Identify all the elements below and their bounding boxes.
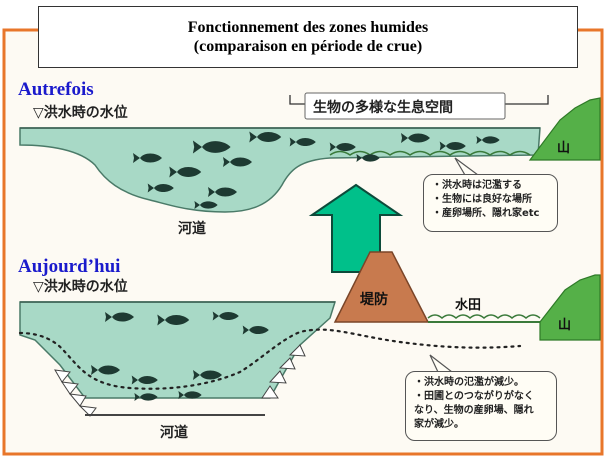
fish-icon [242,325,269,335]
fish-icon [212,311,239,321]
past-fish-group [133,131,500,209]
title-line-1: Fonctionnement des zones humides [187,19,429,36]
present-note-line-3: なり、生物の産卵場、隠れ [414,405,534,416]
fish-icon [192,140,231,154]
past-mountain [528,97,601,161]
present-note-line-2: ・田圃とのつながりがなく [414,391,534,402]
present-paddy-label: 水田 [455,298,482,313]
present-fish-group [91,311,269,401]
past-mountain-label: 山 [557,141,571,156]
present-embankment [54,344,306,417]
present-water-level-label: ▽洪水時の水位 [33,279,128,295]
fish-icon [131,375,158,385]
past-note-line-2: ・生物には良好な場所 [432,194,532,205]
present-note-line-1: ・洪水時の氾濫が減少。 [414,377,524,388]
fish-icon [193,370,222,380]
fish-icon [329,142,356,152]
fish-icon [105,312,134,322]
fish-icon [208,187,237,197]
present-mountain [539,274,601,341]
fish-icon [194,201,218,209]
past-note-line-3: ・産卵場所、隠れ家etc [432,208,540,219]
fish-icon [134,393,158,401]
past-note-box: ・洪水時は氾濫する ・生物には良好な場所 ・産卵場所、隠れ家etc [423,174,558,232]
fish-icon [169,166,202,178]
fish-icon [476,136,500,144]
fish-icon [249,131,282,143]
present-levee [333,251,430,323]
title-line-2: (comparaison en période de crue) [193,38,423,55]
present-paddy-grass [427,314,541,319]
fish-icon [401,133,430,143]
present-dotted-floodline [18,328,522,390]
past-habitat-box [304,92,506,120]
fish-icon [147,183,174,193]
fish-icon [439,141,466,151]
past-channel-label: 河道 [178,221,206,237]
present-channel-label: 河道 [160,425,188,441]
fish-icon [178,391,202,399]
comparison-arrow [308,183,404,273]
fish-icon [223,157,252,167]
title-box: Fonctionnement des zones humides (compar… [38,6,578,68]
past-water-level-label: ▽洪水時の水位 [33,105,128,121]
past-era-label: Autrefois [18,79,94,100]
present-levee-label: 堤防 [360,292,388,308]
present-note-box: ・洪水時の氾濫が減少。 ・田圃とのつながりがなく なり、生物の産卵場、隠れ 家が… [405,371,557,441]
past-note-line-1: ・洪水時は氾濫する [432,180,522,191]
present-mountain-label: 山 [558,318,572,333]
fish-icon [91,365,120,375]
present-note-line-4: 家が減少。 [414,419,464,430]
fish-icon [133,153,162,163]
present-era-label: Aujourd’hui [18,256,121,277]
past-water-body [19,127,541,213]
past-wetland-grass [329,150,531,156]
fish-icon [157,314,190,326]
fish-icon [289,137,316,147]
fish-icon [356,154,380,162]
past-habitat-label: 生物の多様な生息空間 [313,100,453,116]
